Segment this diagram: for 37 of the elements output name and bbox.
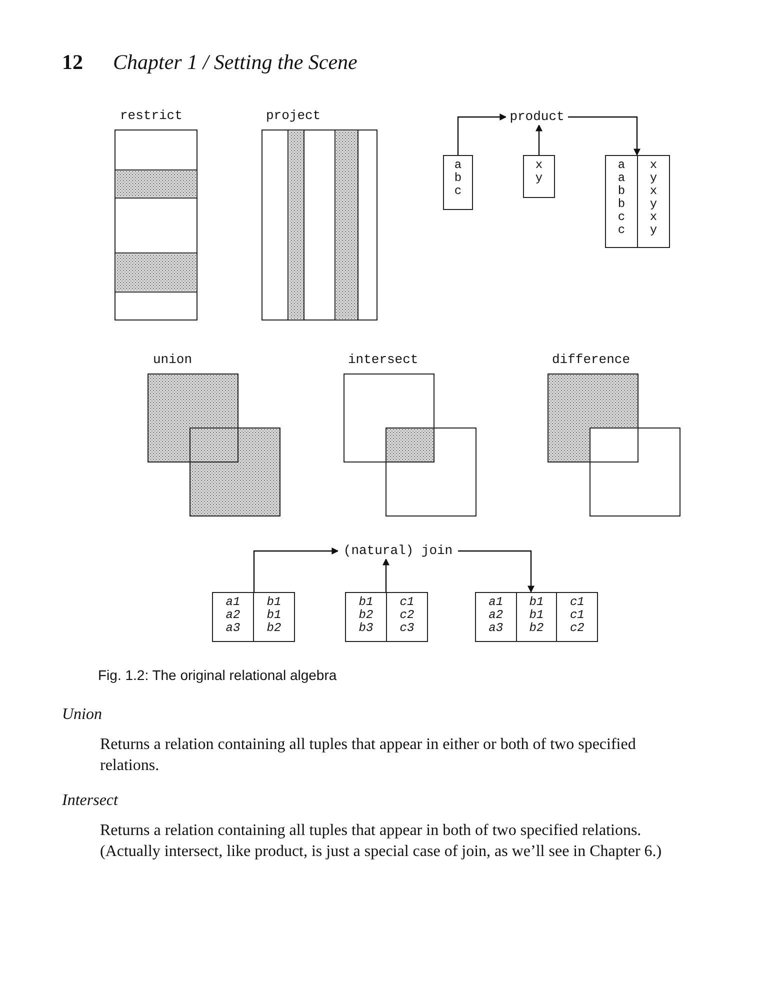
table-column-text: x y x y x y xyxy=(650,159,658,237)
table-column-text: x y xyxy=(535,159,543,185)
operation-label: difference xyxy=(552,352,630,368)
table-column-text: a1 a2 a3 xyxy=(226,596,240,635)
relation-table xyxy=(443,155,473,210)
node-label: (natural) join xyxy=(343,542,453,558)
page-number: 12 xyxy=(62,50,83,75)
operation-label: intersect xyxy=(348,352,418,368)
arrow xyxy=(536,124,542,155)
relation-table xyxy=(212,592,295,642)
table-column-text: a b c xyxy=(454,159,462,198)
arrow xyxy=(568,116,640,156)
node-label: product xyxy=(510,108,564,124)
figure-caption: Fig. 1.2: The original relational algebra xyxy=(98,667,337,683)
paragraph: Returns a relation containing all tuples that appear in both of two specified relations. (Actually intersect, like product, is just a special case of join, as we’ll see in Chapter 6.) xyxy=(100,821,663,862)
relation-table xyxy=(475,592,598,642)
running-header: Chapter 1 / Setting the Scene xyxy=(113,50,358,75)
relation-table xyxy=(605,155,670,248)
operation-label: restrict xyxy=(120,108,182,124)
section-heading: Intersect xyxy=(62,792,118,810)
operation-label: project xyxy=(266,108,321,124)
arrow xyxy=(458,550,534,593)
relation-table xyxy=(345,592,428,642)
table-column-text: b1 b2 b3 xyxy=(358,596,374,635)
section-heading: Union xyxy=(62,706,102,724)
table-column-text: c1 c2 c3 xyxy=(400,596,414,635)
table-column-text: b1 b1 b2 xyxy=(266,596,282,635)
table-column-text: b1 b1 b2 xyxy=(529,596,544,635)
relation-table xyxy=(523,155,555,198)
table-column-text: c1 c1 c2 xyxy=(570,596,584,635)
paragraph: Returns a relation containing all tuples that appear in either or both of two specified relations. xyxy=(100,735,637,776)
operation-label: union xyxy=(153,352,192,368)
table-column-text: a1 a2 a3 xyxy=(488,596,504,635)
arrow xyxy=(382,558,390,592)
arrow xyxy=(253,548,339,592)
table-column-text: a a b b c c xyxy=(618,159,626,237)
arrow xyxy=(457,114,507,155)
